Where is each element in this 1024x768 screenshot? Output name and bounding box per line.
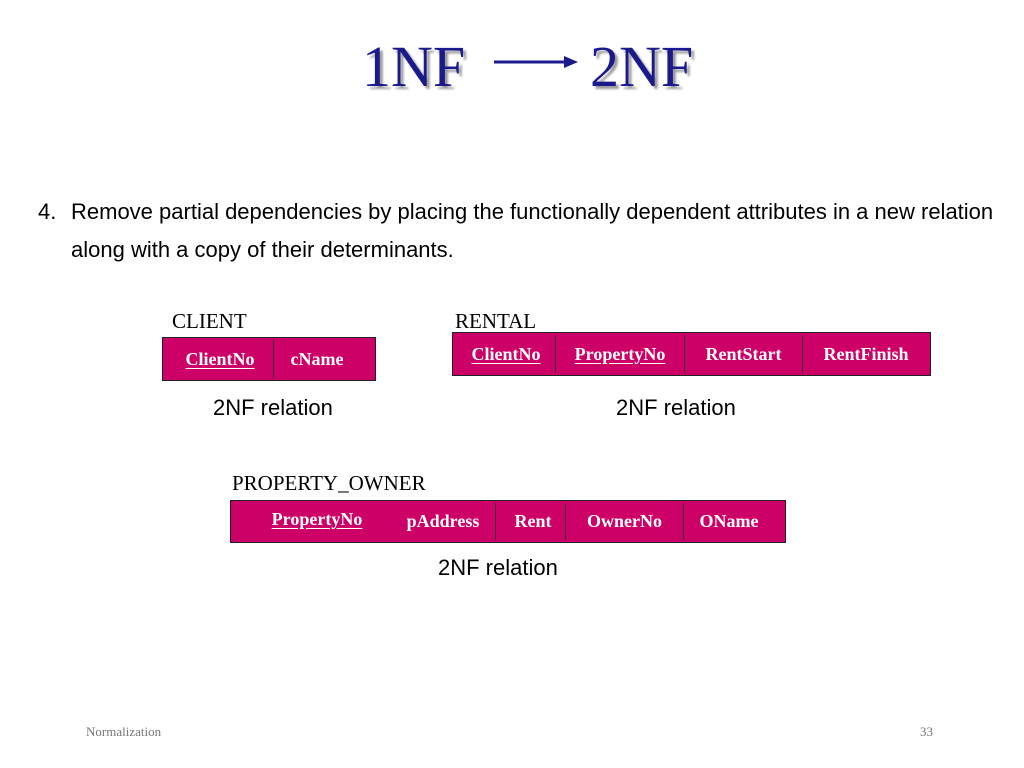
relation-client: ClientNo cName [162, 337, 376, 381]
attribute-divider [495, 503, 496, 540]
attribute-divider [802, 335, 803, 373]
title-2nf: 2NF [590, 34, 694, 99]
attribute-oname: OName [699, 511, 759, 531]
page-number: 33 [920, 724, 933, 739]
slide-title: 1NF 2NF [0, 28, 1024, 108]
footer-topic: Normalization [86, 724, 162, 739]
attribute-divider [555, 335, 556, 373]
relation-rental: ClientNo PropertyNo RentStart RentFinish [452, 332, 931, 376]
attribute-rentfinish: RentFinish [823, 343, 909, 364]
attribute-rent: Rent [514, 511, 552, 531]
relation-name-client: CLIENT [172, 309, 247, 333]
attribute-divider [683, 503, 684, 540]
relation-property-owner: PropertyNo pAddress Rent OwnerNo OName [230, 500, 786, 543]
attribute-paddress: pAddress [406, 511, 480, 531]
attribute-ownerno: OwnerNo [587, 511, 662, 531]
attribute-propertyno: PropertyNo [271, 509, 363, 529]
attribute-divider [684, 335, 685, 373]
relation-name-property-owner: PROPERTY_OWNER [232, 471, 426, 495]
step-number: 4. [38, 199, 57, 224]
caption-client: 2NF relation [213, 395, 333, 420]
caption-rental: 2NF relation [616, 395, 736, 420]
right-arrow-icon [494, 56, 578, 68]
attribute-clientno: ClientNo [185, 348, 255, 369]
attribute-divider [273, 340, 274, 378]
attribute-clientno: ClientNo [471, 343, 541, 364]
step-text: Remove partial dependencies by placing t… [71, 199, 994, 262]
attribute-rentstart: RentStart [705, 343, 782, 364]
attribute-cname: cName [290, 348, 344, 369]
attribute-divider [565, 503, 566, 540]
attribute-propertyno: PropertyNo [574, 343, 666, 364]
caption-property-owner: 2NF relation [438, 555, 558, 580]
relation-name-rental: RENTAL [455, 309, 537, 333]
title-1nf: 1NF [362, 34, 466, 99]
